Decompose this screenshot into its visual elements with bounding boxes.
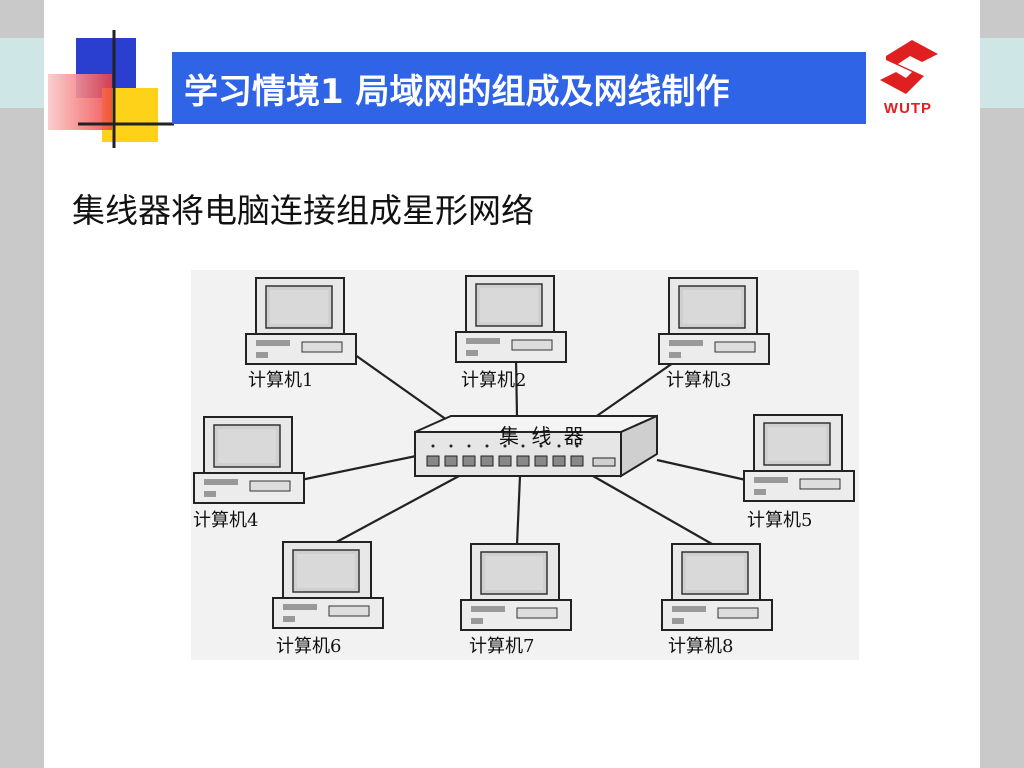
diagram-graphics [193, 275, 855, 631]
computer-5-label: 计算机5 [747, 510, 813, 531]
slide-subtitle: 集线器将电脑连接组成星形网络 [72, 191, 534, 230]
hub-device [414, 414, 658, 478]
computer-7-label: 计算机7 [469, 636, 535, 657]
logo-text: WUTP [883, 100, 933, 117]
computer-8-label: 计算机8 [668, 636, 734, 657]
title-bar: 学习情境1 局域网的组成及网线制作 [172, 52, 866, 124]
left-accent-band [0, 38, 44, 108]
hub-label: 集 线 器 [499, 424, 587, 448]
computer-6-label: 计算机6 [276, 636, 342, 657]
computer-4-label: 计算机4 [193, 510, 259, 531]
wutp-logo: WUTP [872, 36, 944, 122]
wutp-logo-icon [880, 40, 938, 94]
computer-3-label: 计算机3 [666, 370, 732, 391]
star-network-diagram: 集 线 器 计算机1 计算机2 计算机3 计算机4 计算机5 计算机6 计算机7… [191, 270, 859, 660]
computer-2-label: 计算机2 [461, 370, 527, 391]
slide-title: 学习情境1 局域网的组成及网线制作 [184, 71, 730, 112]
right-accent-band [980, 38, 1024, 108]
corner-decoration [48, 30, 174, 148]
computer-1-label: 计算机1 [248, 370, 314, 391]
